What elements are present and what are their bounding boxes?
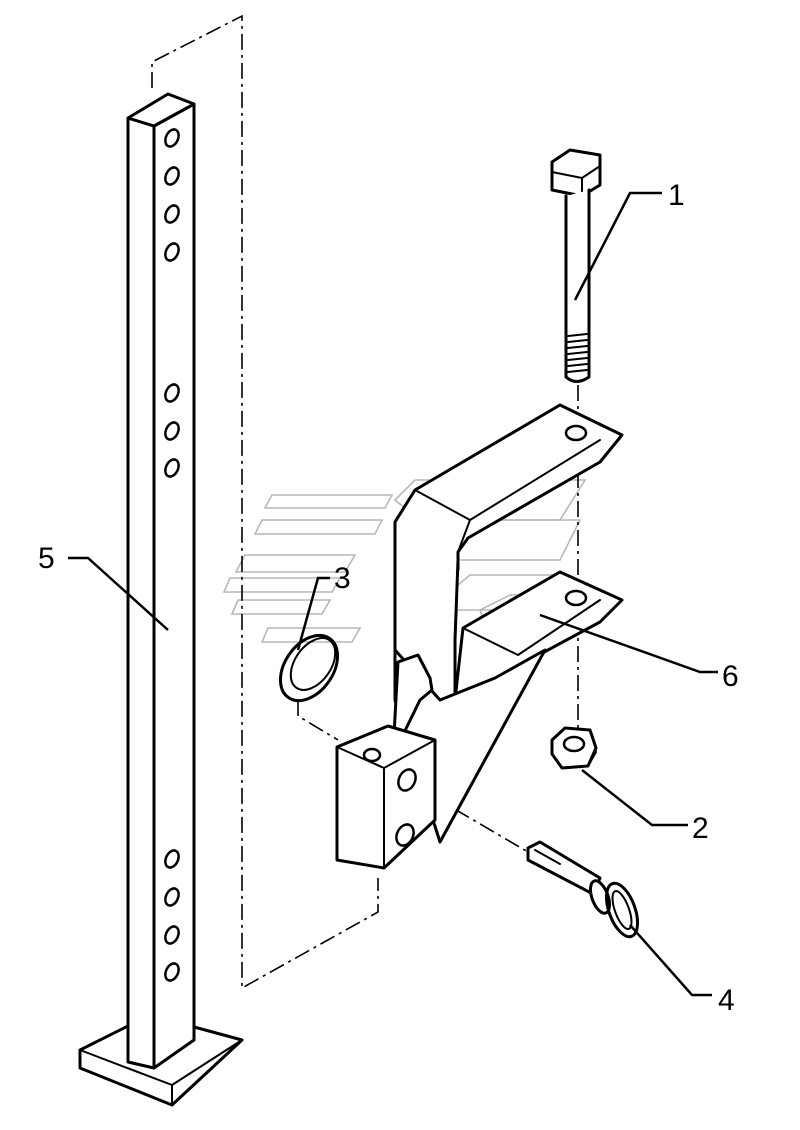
callout-1: 1 — [668, 179, 685, 212]
callout-leaders — [68, 191, 718, 997]
leader-1 — [573, 191, 662, 301]
leader-2 — [581, 769, 688, 827]
leader-3 — [296, 576, 330, 651]
callout-6: 6 — [722, 660, 739, 693]
leader-5 — [68, 556, 169, 631]
support-post — [78, 92, 244, 1107]
callout-3: 3 — [334, 562, 351, 595]
clevis-block — [335, 653, 437, 870]
callout-5: 5 — [38, 542, 55, 575]
spring-ring — [278, 633, 340, 703]
hex-nut — [550, 726, 598, 770]
leader-6 — [539, 613, 718, 674]
callout-4: 4 — [718, 984, 735, 1017]
bolt — [550, 148, 602, 383]
callout-labels: 1 2 3 4 5 6 — [38, 179, 739, 1017]
post-holes — [164, 128, 180, 982]
leader-4 — [629, 924, 712, 997]
pin-with-ring — [526, 840, 640, 939]
callout-2: 2 — [692, 812, 709, 845]
